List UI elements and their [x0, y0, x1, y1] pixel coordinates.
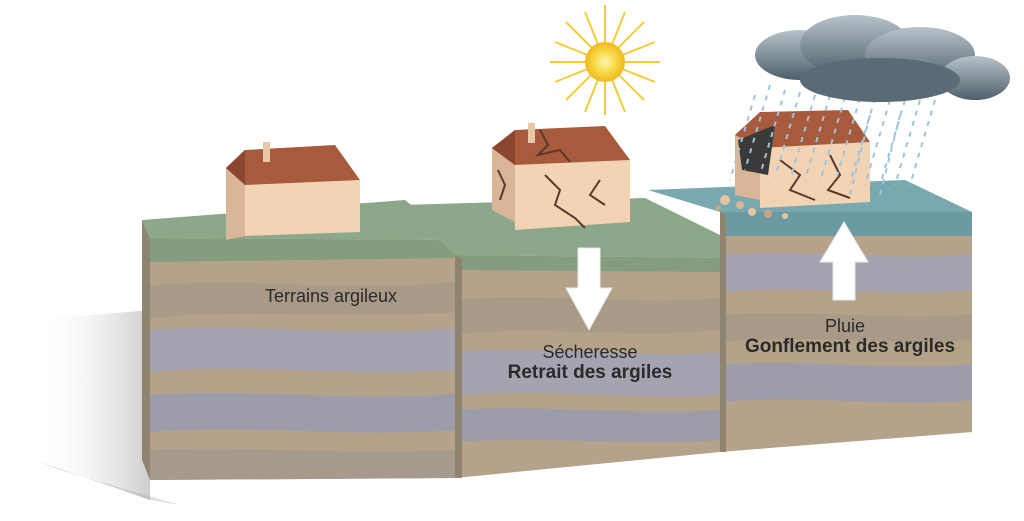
ground-shadow — [35, 310, 180, 505]
cracked-house-icon — [492, 123, 630, 230]
block-pluie — [648, 110, 972, 452]
subcaption-pluie: Gonflement des argiles — [744, 336, 956, 357]
soil-layers-1 — [150, 238, 455, 480]
arrow-down-icon — [565, 247, 613, 332]
block-side-3 — [720, 212, 726, 452]
block-secheresse — [400, 123, 720, 478]
caption-terrains: Terrains argileux — [264, 286, 398, 306]
block-side-1 — [142, 220, 150, 480]
caption-pluie: Pluie — [824, 316, 866, 336]
soil-layers-2 — [455, 255, 720, 478]
collapsing-house-icon — [715, 110, 870, 219]
block-side-2 — [455, 255, 462, 478]
grass-top-2 — [400, 198, 720, 258]
rain-icon — [729, 84, 936, 196]
subcaption-secheresse: Retrait des argiles — [507, 362, 673, 383]
cloud-icon — [755, 15, 1010, 102]
caption-secheresse: Sécheresse — [542, 342, 638, 362]
sun-icon — [550, 5, 660, 115]
block-terrains — [142, 142, 455, 480]
arrow-up-icon — [819, 221, 869, 301]
house-icon — [226, 142, 360, 240]
